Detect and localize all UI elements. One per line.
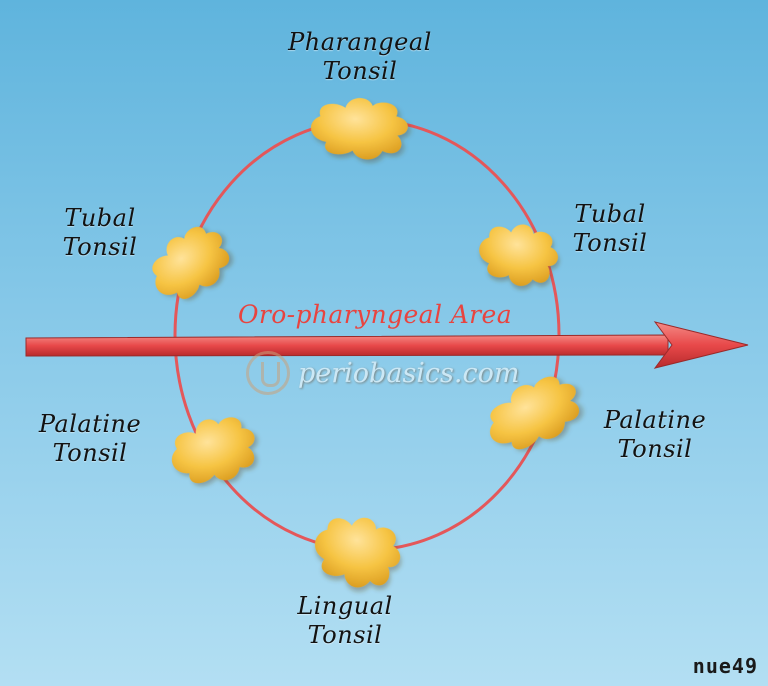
oro-pharyngeal-area-label: Oro-pharyngeal Area	[237, 300, 513, 329]
label-tubal-tonsil-right: Tubal Tonsil	[550, 200, 670, 258]
label-palatine-tonsil-left: Palatine Tonsil	[20, 410, 160, 468]
waldeyer-ring	[173, 118, 561, 552]
arrow-head	[653, 321, 749, 369]
label-pharyngeal-tonsil: Pharangeal Tonsil	[270, 28, 450, 86]
label-line: Palatine	[38, 410, 142, 438]
artist-signature: nue49	[692, 654, 758, 678]
watermark: periobasics.com	[246, 348, 519, 398]
lingual-tonsil-shape	[305, 504, 410, 599]
label-line: Tonsil	[52, 439, 128, 467]
arrow	[25, 321, 749, 369]
label-line: Tonsil	[572, 229, 648, 257]
label-lingual-tonsil: Lingual Tonsil	[275, 592, 415, 650]
label-line: Palatine	[603, 406, 707, 434]
label-line: Tubal	[64, 204, 136, 232]
label-line: Lingual	[297, 592, 393, 620]
pharyngeal-tonsil-shape	[308, 94, 411, 163]
label-tubal-tonsil-left: Tubal Tonsil	[40, 204, 160, 262]
watermark-text: periobasics.com	[298, 357, 520, 389]
label-line: Tonsil	[322, 57, 398, 85]
label-line: Pharangeal	[288, 28, 432, 56]
label-line: Tonsil	[62, 233, 138, 261]
label-palatine-tonsil-right: Palatine Tonsil	[585, 406, 725, 464]
tooth-logo-icon	[246, 351, 290, 395]
label-line: Tonsil	[307, 621, 383, 649]
label-line: Tubal	[574, 200, 646, 228]
label-line: Tonsil	[617, 435, 693, 463]
palatine-tonsil-left-shape	[164, 410, 263, 491]
